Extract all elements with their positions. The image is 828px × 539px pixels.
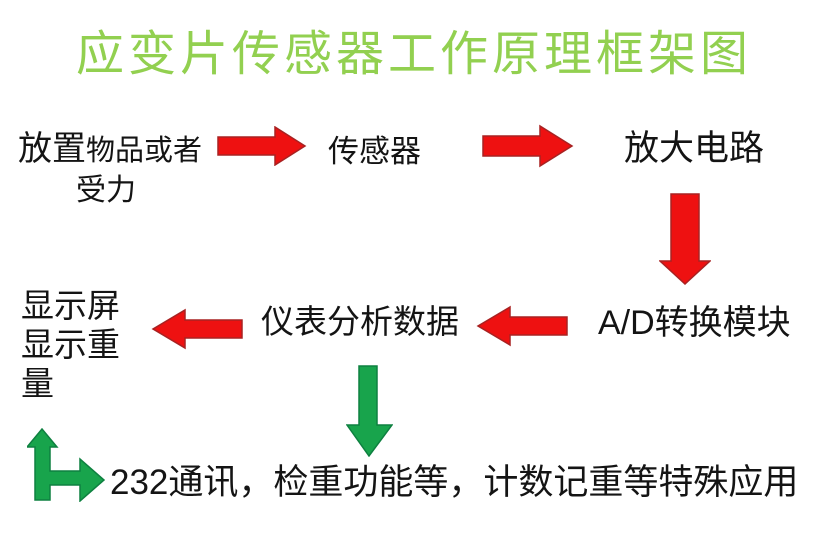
node-sensor: 传感器	[328, 134, 421, 169]
display-line-2: 显示重	[21, 328, 120, 364]
display-line-3: 量	[21, 367, 54, 403]
arrow-left-ad-to-analyzer-icon	[476, 305, 568, 347]
elbow-arrow-apps-to-display-icon	[27, 428, 105, 502]
arrow-right-sensor-to-amplifier-icon	[482, 124, 574, 168]
node-display: 显示屏 显示重 量	[21, 288, 120, 405]
arrow-down-amplifier-to-ad-icon	[659, 193, 711, 285]
node-amplifier: 放大电路	[624, 129, 765, 168]
place-item-text-small: 物品或者	[86, 135, 203, 167]
node-applications: 232通讯，检重功能等，计数记重等特殊应用	[110, 463, 799, 502]
display-line-1: 显示屏	[21, 289, 120, 325]
arrow-right-place-to-sensor-icon	[217, 126, 307, 166]
diagram-title: 应变片传感器工作原理框架图	[75, 28, 752, 81]
node-ad-module: A/D转换模块	[598, 304, 791, 342]
arrow-down-analyzer-to-apps-icon	[346, 365, 393, 457]
node-analyzer: 仪表分析数据	[261, 305, 459, 341]
arrow-left-analyzer-to-display-icon	[151, 308, 243, 350]
place-item-text-large: 放置	[18, 131, 86, 168]
place-item-line2: 受力	[76, 174, 136, 208]
place-item-line1: 放置物品或者	[18, 131, 202, 169]
node-place-item: 放置物品或者 受力	[18, 131, 202, 208]
